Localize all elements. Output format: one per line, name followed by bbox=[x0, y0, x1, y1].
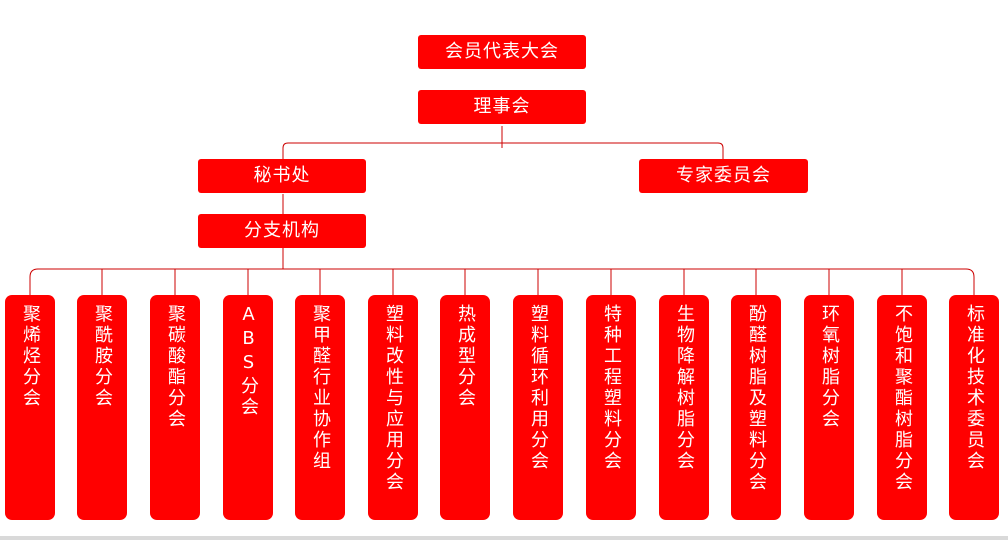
bottom-edge-strip bbox=[0, 536, 1008, 540]
branch-unit-label: 不饱和聚酯树脂分会 bbox=[892, 304, 913, 493]
branch-unit-label: 热成型分会 bbox=[455, 304, 476, 409]
branch-unit-label: 聚碳酸酯分会 bbox=[165, 304, 186, 430]
connector-council-to-children bbox=[282, 126, 724, 163]
expert-committee-label: 专家委员会 bbox=[676, 165, 771, 186]
connector-branches-to-units bbox=[29, 248, 975, 295]
branch-unit: 聚碳酸酯分会 bbox=[150, 295, 200, 520]
branch-unit: 标准化技术委员会 bbox=[949, 295, 999, 520]
general-assembly-label: 会员代表大会 bbox=[445, 41, 559, 62]
general-assembly-node: 会员代表大会 bbox=[418, 35, 586, 69]
branch-unit: 环氧树脂分会 bbox=[804, 295, 854, 520]
branch-unit-label: 聚酰胺分会 bbox=[92, 304, 113, 409]
branches-label: 分支机构 bbox=[244, 220, 320, 241]
branch-unit-label: 酚醛树脂及塑料分会 bbox=[746, 304, 767, 493]
branch-unit: 塑料循环利用分会 bbox=[513, 295, 563, 520]
branch-unit: 塑料改性与应用分会 bbox=[368, 295, 418, 520]
council-label: 理事会 bbox=[473, 96, 531, 117]
secretariat-node: 秘书处 bbox=[198, 159, 366, 193]
branch-unit-label: 聚烯烃分会 bbox=[20, 304, 41, 409]
branch-unit-label: 塑料循环利用分会 bbox=[528, 304, 549, 472]
council-node: 理事会 bbox=[418, 90, 586, 124]
branch-unit: 聚烯烃分会 bbox=[5, 295, 55, 520]
secretariat-label: 秘书处 bbox=[253, 165, 311, 186]
branch-unit-label: 聚甲醛行业协作组 bbox=[310, 304, 331, 472]
branch-unit: 酚醛树脂及塑料分会 bbox=[731, 295, 781, 520]
branch-unit: 聚酰胺分会 bbox=[77, 295, 127, 520]
branch-unit: 特种工程塑料分会 bbox=[586, 295, 636, 520]
branch-unit: 不饱和聚酯树脂分会 bbox=[877, 295, 927, 520]
branch-unit: 生物降解树脂分会 bbox=[659, 295, 709, 520]
branch-unit-label: ABS分会 bbox=[238, 304, 259, 418]
branch-unit-label: 塑料改性与应用分会 bbox=[383, 304, 404, 493]
branch-unit-label: 生物降解树脂分会 bbox=[674, 304, 695, 472]
branch-unit-label: 标准化技术委员会 bbox=[964, 304, 985, 472]
branch-unit: 热成型分会 bbox=[440, 295, 490, 520]
branch-unit: 聚甲醛行业协作组 bbox=[295, 295, 345, 520]
branch-unit: ABS分会 bbox=[223, 295, 273, 520]
expert-committee-node: 专家委员会 bbox=[639, 159, 808, 193]
branch-unit-label: 环氧树脂分会 bbox=[819, 304, 840, 430]
branches-node: 分支机构 bbox=[198, 214, 366, 248]
branch-unit-label: 特种工程塑料分会 bbox=[601, 304, 622, 472]
